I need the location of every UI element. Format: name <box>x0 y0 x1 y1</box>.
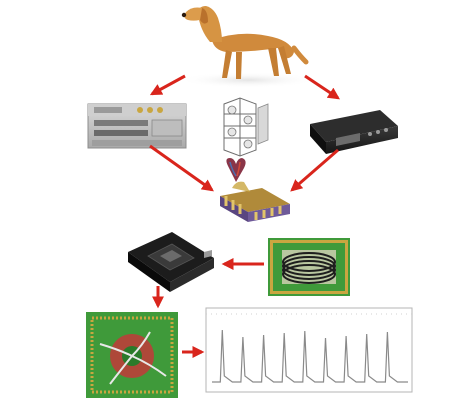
dog-icon <box>178 6 318 88</box>
microelectrode-array-icon <box>86 312 178 398</box>
coil-chip-icon <box>268 238 350 296</box>
arrow-controller-to-block <box>290 148 339 192</box>
heart-icon <box>226 158 246 182</box>
digital-controller-icon <box>310 110 398 154</box>
tissue-block-icon <box>220 181 290 222</box>
arrow-dog-to-controller <box>304 74 340 100</box>
trace-line <box>212 329 408 383</box>
tissue-scaffold-icon <box>223 97 269 157</box>
signal-trace-icon <box>205 307 413 393</box>
arrow-dog-to-console <box>149 74 186 96</box>
arrows <box>149 74 340 358</box>
chip-socket-icon <box>128 232 214 292</box>
lab-console-icon <box>87 103 187 149</box>
arrow-console-to-block <box>149 144 214 192</box>
